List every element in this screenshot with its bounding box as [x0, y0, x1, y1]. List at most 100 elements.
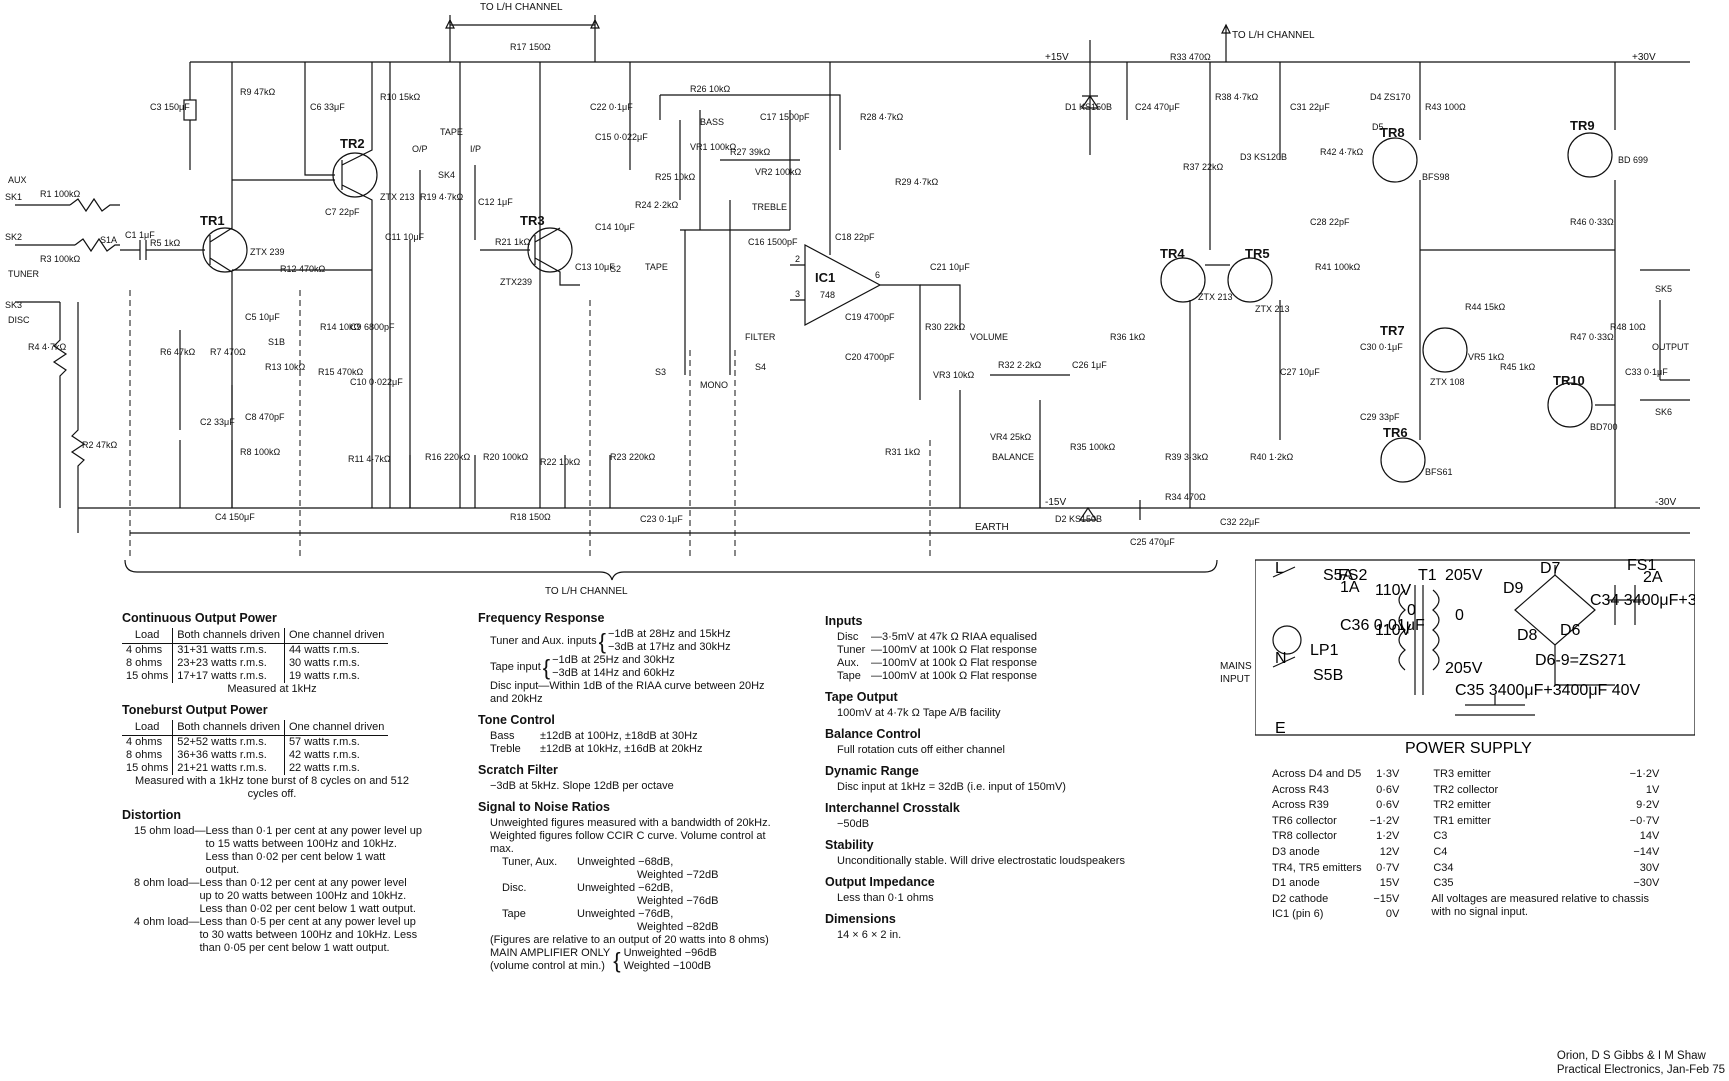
- sk4-label: SK4: [438, 170, 455, 180]
- tc-label: Treble: [490, 743, 521, 755]
- preamp-stage: [120, 62, 541, 508]
- c8-label: C8 470pF: [245, 412, 285, 422]
- crosstalk-title: Interchannel Crosstalk: [825, 801, 960, 815]
- tc-label: Bass: [490, 730, 515, 742]
- r46-label: R46 0·33Ω: [1570, 217, 1614, 227]
- table-row: C35−30V: [1433, 877, 1659, 891]
- cell: TR1 emitter: [1433, 814, 1491, 827]
- r12-label: R12 470kΩ: [280, 264, 326, 274]
- v110b-label: 110V: [1375, 622, 1412, 639]
- r3-label: R3 100kΩ: [40, 254, 81, 264]
- cell: 9·2V: [1636, 799, 1660, 812]
- continuous-output-title: Continuous Output Power: [122, 611, 277, 625]
- tr10-type: BD700: [1590, 422, 1618, 432]
- amplifier-schematic: TO L/H CHANNEL TO L/H CHANNEL +15V +30V …: [5, 2, 1700, 597]
- c15-label: C15 0·022μF: [595, 132, 648, 142]
- dist-load: 4 ohm load—: [134, 916, 200, 928]
- table-row: TR1 emitter −0·7V: [1433, 815, 1659, 829]
- cont-note: Measured at 1kHz: [227, 683, 317, 695]
- vr2-label: VR2 100kΩ: [755, 167, 802, 177]
- toneburst-output-table: Load Both channels driven One channel dr…: [122, 720, 389, 775]
- stability-title: Stability: [825, 838, 874, 852]
- s5a-label: S5A: [1323, 567, 1354, 584]
- cell: 0·6V: [1376, 799, 1400, 812]
- specs-column-1: Continuous Output Power Load Both channe…: [122, 612, 422, 955]
- snr-unw: Unweighted −76dB,: [577, 908, 674, 920]
- dist-load: 15 ohm load—: [134, 825, 206, 837]
- snr-main-line: Weighted −100dB: [623, 960, 712, 972]
- cont-col-load: Load: [122, 628, 173, 644]
- cell: 30V: [1639, 861, 1660, 874]
- input-name: Disc: [837, 631, 859, 643]
- vr3-label: VR3 10kΩ: [933, 370, 975, 380]
- r34-label: R34 470Ω: [1165, 492, 1206, 502]
- sk3-label: SK3: [5, 300, 22, 310]
- cell: −0·7V: [1629, 814, 1660, 827]
- snr-src: Disc.: [502, 882, 527, 894]
- d6-label: D6: [1560, 622, 1581, 639]
- distortion-title: Distortion: [122, 808, 182, 822]
- cell: 0·7V: [1376, 861, 1400, 874]
- cell: 1V: [1645, 783, 1660, 796]
- s5b-label: S5B: [1313, 667, 1343, 684]
- gang-linkages: [129, 290, 931, 560]
- dimensions-text: 14 × 6 × 2 in.: [837, 929, 902, 941]
- tc-bass: Bass ±12dB at 100Hz, ±18dB at 30Hz: [478, 730, 778, 743]
- r2-label: R2 47kΩ: [82, 440, 118, 450]
- freq-tuner-label: Tuner and Aux. inputs: [490, 634, 597, 647]
- r39-label: R39 3·3kΩ: [1165, 452, 1209, 462]
- balance-control-title: Balance Control: [825, 727, 921, 741]
- volume-label: VOLUME: [970, 332, 1008, 342]
- tc-treble: Treble ±12dB at 10kHz, ±16dB at 20kHz: [478, 743, 778, 756]
- cell: −15V: [1373, 892, 1400, 905]
- sk5-label: SK5: [1655, 284, 1672, 294]
- input-section: [15, 197, 120, 533]
- input-value: —100mV at 100k Ω Flat response: [871, 670, 1037, 682]
- d8-label: D8: [1517, 627, 1538, 644]
- c9-label: C9 6800pF: [350, 322, 395, 332]
- d4-label: D4 ZS170: [1370, 92, 1411, 102]
- freq-tape-label: Tape input: [490, 660, 541, 673]
- r10-label: R10 15kΩ: [380, 92, 421, 102]
- specs-column-3: Inputs Disc—3·5mV at 47k Ω RIAA equalise…: [825, 615, 1155, 942]
- r20-label: R20 100kΩ: [483, 452, 529, 462]
- cell: 8 ohms: [126, 749, 163, 761]
- cell: 1·3V: [1376, 768, 1400, 780]
- cell: C35: [1433, 877, 1454, 890]
- tr2-label: TR2: [340, 136, 365, 151]
- supply-rails: [78, 15, 1700, 534]
- cell: 4 ohms: [126, 736, 163, 748]
- cell: D2 cathode: [1272, 892, 1329, 905]
- crosstalk-text: −50dB: [837, 818, 870, 830]
- dist-load: 8 ohm load—: [134, 877, 200, 889]
- c20-label: C20 4700pF: [845, 352, 895, 362]
- cell: TR8 collector: [1272, 830, 1337, 843]
- c6-label: C6 33μF: [310, 102, 345, 112]
- snr-unw: Unweighted −62dB,: [577, 882, 674, 894]
- r24-label: R24 2·2kΩ: [635, 200, 679, 210]
- power-supply-diagram: L N E S5A S5B FS2 1A T1 110V 110V 205V 2…: [1255, 557, 1695, 755]
- table-row: 4 ohms 52+52 watts r.m.s. 57 watts r.m.s…: [122, 735, 389, 749]
- brace: {: [598, 628, 606, 654]
- cell: 19 watts r.m.s.: [283, 670, 389, 683]
- dist-row: 15 ohm load— Less than 0·1 per cent at a…: [134, 825, 422, 877]
- freq-line: −3dB at 17Hz and 30kHz: [607, 641, 731, 653]
- d3-label: D3 KS120B: [1240, 152, 1287, 162]
- r26-label: R26 10kΩ: [690, 84, 731, 94]
- lp1-label: LP1: [1310, 642, 1339, 659]
- v205b-label: 205V: [1445, 660, 1483, 677]
- ic1-type: 748: [820, 290, 835, 300]
- tc-value: ±12dB at 10kHz, ±16dB at 20kHz: [540, 743, 703, 755]
- tr4-type: ZTX 213: [1198, 292, 1233, 302]
- inputs-title: Inputs: [825, 614, 863, 628]
- tc-value: ±12dB at 100Hz, ±18dB at 30Hz: [540, 730, 698, 742]
- tr7-type: ZTX 108: [1430, 377, 1465, 387]
- power-amp-stage: [1160, 62, 1690, 508]
- snr-main-label: MAIN AMPLIFIER ONLY: [490, 947, 611, 959]
- input-row: Aux.—100mV at 100k Ω Flat response: [825, 657, 1155, 670]
